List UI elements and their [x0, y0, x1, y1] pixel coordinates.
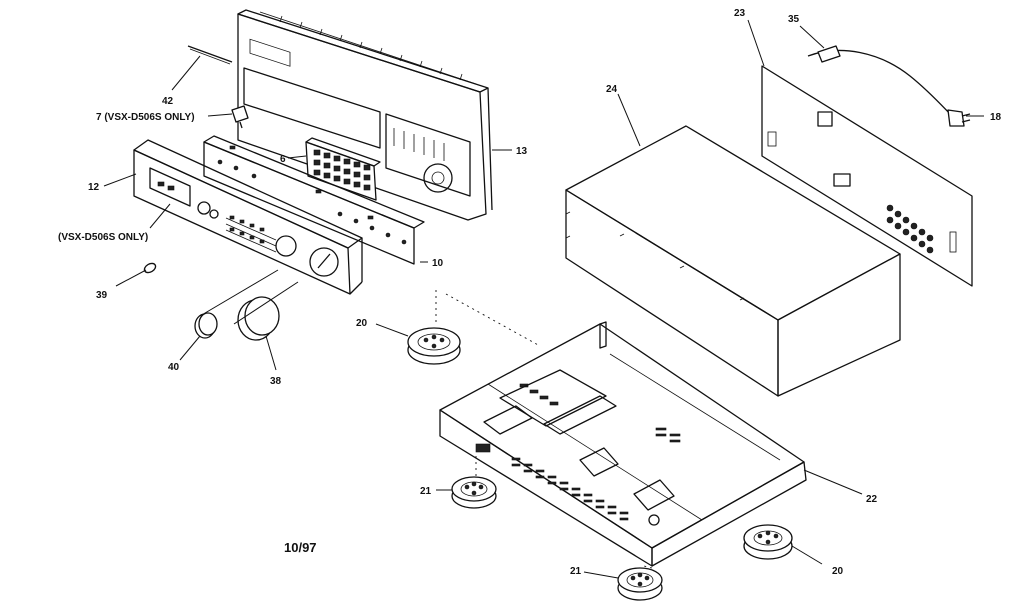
part-21-foot-left: [451, 476, 497, 509]
part-35-cord: [807, 45, 955, 119]
callout-21-bottom: 21: [570, 566, 582, 577]
assembly-guide-lines: [435, 290, 653, 569]
callout-24: 24: [606, 84, 618, 95]
callout-39: 39: [96, 290, 108, 301]
part-38-volume-knob: [237, 296, 280, 341]
callout-7: 7 (VSX-D506S ONLY): [96, 112, 195, 123]
part-20-foot-upper: [407, 327, 461, 365]
part-23-rear-panel: [761, 65, 973, 287]
callout-vsx-d506s: (VSX-D506S ONLY): [58, 232, 148, 243]
diagram-date: 10/97: [284, 540, 317, 555]
callout-18: 18: [990, 112, 1002, 123]
callout-12: 12: [88, 182, 100, 193]
callout-35: 35: [788, 14, 800, 25]
part-39-lens: [143, 262, 157, 274]
callout-40: 40: [168, 362, 180, 373]
part-42-screw: [187, 45, 233, 65]
callout-10: 10: [432, 258, 444, 269]
part-6-connector-board: [305, 137, 381, 201]
callout-labels: 42 7 (VSX-D506S ONLY) 6 13 12 (VSX-D506S…: [58, 8, 1002, 577]
callout-22: 22: [866, 494, 878, 505]
callout-13: 13: [516, 146, 528, 157]
callout-21-left: 21: [420, 486, 432, 497]
part-40-small-knob: [194, 312, 218, 339]
part-24-top-cover: [565, 125, 901, 397]
leader-lines: [103, 19, 984, 579]
callout-23: 23: [734, 8, 746, 19]
part-12-front-panel: [133, 139, 363, 295]
part-7-bracket: [231, 105, 249, 129]
callout-20-upper: 20: [356, 318, 368, 329]
callout-6: 6: [280, 154, 286, 165]
callout-20-right: 20: [832, 566, 844, 577]
part-13-front-frame: [237, 9, 493, 221]
part-22-chassis: [439, 321, 807, 567]
part-18-plug: [947, 109, 971, 127]
part-10-front-pcb: [203, 135, 425, 265]
callout-42: 42: [162, 96, 174, 107]
part-21-foot-bottom: [617, 567, 663, 601]
callout-38: 38: [270, 376, 282, 387]
part-20-foot-right: [743, 524, 793, 560]
